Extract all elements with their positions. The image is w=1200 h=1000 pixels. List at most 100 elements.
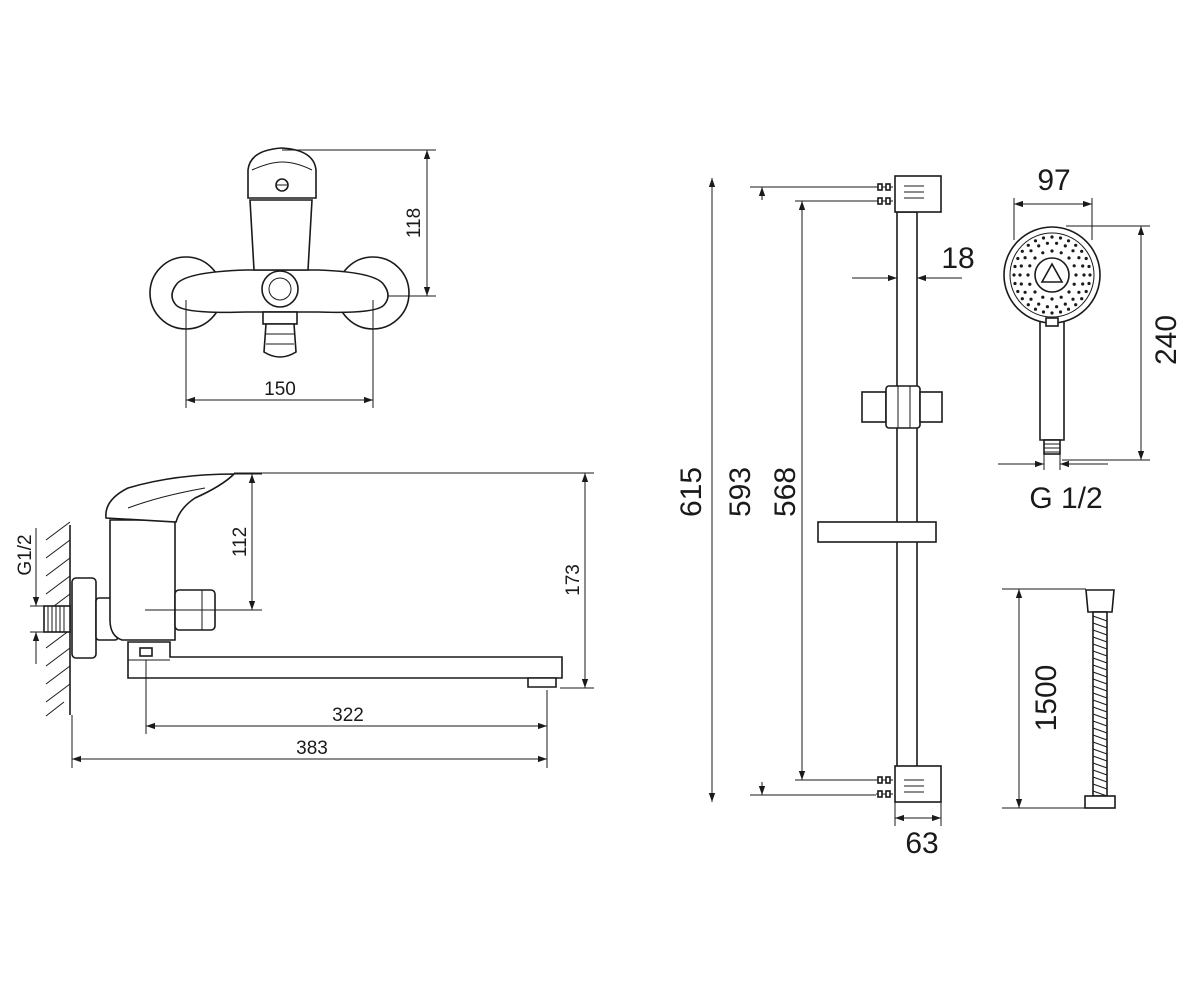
hose-coil-line (1092, 657, 1108, 664)
nozzle-dot (1041, 310, 1046, 314)
nozzle-dot (1020, 249, 1024, 253)
nozzle-dot (1058, 310, 1063, 314)
dim-240: 240 (1150, 315, 1183, 365)
nozzle-dot (1071, 249, 1075, 253)
indicator-icon (275, 178, 289, 192)
nozzle-dot (1059, 295, 1063, 299)
nozzle-dot (1018, 273, 1022, 277)
hose-coil-line (1092, 769, 1108, 776)
hose-coil-line (1092, 629, 1108, 636)
hose-coil-line (1092, 692, 1108, 699)
nozzle-dot (1055, 241, 1059, 245)
dim-615: 615 (675, 467, 708, 517)
nozzle-dot (1029, 249, 1033, 253)
nozzle-dot (1033, 256, 1037, 260)
side-handle-lever (105, 473, 236, 523)
nozzle-dot (1067, 290, 1071, 294)
nozzle-dot (1080, 249, 1084, 253)
hose-coil-line (1092, 776, 1108, 783)
nozzle-dot (1020, 297, 1024, 301)
slide-rail (896, 211, 918, 771)
nozzle-dot (1019, 282, 1023, 286)
dim-height-173: 173 (563, 564, 584, 596)
nozzle-dot (1074, 273, 1078, 277)
hand-shower-handle (1039, 319, 1065, 441)
bottom-bracket (894, 765, 942, 803)
nozzle-dot (1066, 307, 1071, 311)
hand-shower: 97 240 G 1/2 (998, 164, 1183, 515)
nozzle-dot (1041, 236, 1046, 240)
nozzle-dot (1029, 297, 1033, 301)
faucet-front-view: 118 150 (149, 147, 436, 408)
top-screws (876, 183, 893, 205)
handle-cap-detail (251, 161, 313, 171)
hose-coil-line (1092, 615, 1108, 622)
nozzle-dot (1082, 273, 1086, 277)
shower-hose: 1500 (1002, 588, 1116, 809)
nozzle-dot (1028, 282, 1032, 286)
spout-tip (527, 677, 557, 688)
bottom-screws (876, 776, 893, 798)
nozzle-dot (1028, 264, 1032, 268)
dim-593: 593 (724, 467, 757, 517)
top-bracket (894, 175, 942, 213)
hose-coil-line (1092, 755, 1108, 762)
dim-1500: 1500 (1030, 665, 1063, 732)
nozzle-dot (1033, 290, 1037, 294)
hose-coil-line (1092, 678, 1108, 685)
dim-height-118: 118 (404, 208, 425, 238)
nozzle-dot (1041, 295, 1045, 299)
nozzle-dot (1074, 243, 1078, 247)
sliding-holder (885, 385, 921, 429)
dim-thread-g12: G1/2 (15, 534, 36, 575)
nozzle-dot (1084, 289, 1088, 294)
nozzle-dot (1067, 256, 1071, 260)
hose-coil-line (1092, 783, 1108, 790)
hose-coil-line (1092, 790, 1108, 797)
nozzle-dot (1087, 264, 1091, 269)
nozzle-dot (1058, 236, 1063, 240)
nozzle-dot (1023, 256, 1027, 260)
hose-coil-line (1092, 734, 1108, 741)
dim-reach-322: 322 (332, 705, 364, 726)
spray-mode-icon (1040, 262, 1064, 283)
nozzle-dot (1033, 239, 1038, 243)
nozzle-dot (1019, 264, 1023, 268)
nozzle-dot (1026, 303, 1030, 307)
hose-coil-line (1092, 720, 1108, 727)
dim-97: 97 (1037, 164, 1070, 197)
hose-coil-line (1092, 622, 1108, 629)
nozzle-dot (1050, 297, 1054, 301)
hose-coil-line (1092, 636, 1108, 643)
shower-neck (1045, 317, 1059, 327)
wall-hatching (45, 521, 71, 717)
nozzle-dot (1016, 256, 1020, 261)
hose-coil-line (1092, 685, 1108, 692)
dim-height-112: 112 (230, 527, 251, 557)
hose-coil-line (1092, 727, 1108, 734)
nozzle-dot (1013, 264, 1017, 269)
dim-568: 568 (769, 467, 802, 517)
side-flange (71, 577, 97, 659)
nozzle-dot (1033, 307, 1038, 311)
hose-coil-line (1092, 643, 1108, 650)
diverter-knob (261, 270, 299, 308)
nozzle-dot (1016, 289, 1020, 294)
dim-length-383: 383 (296, 738, 328, 759)
hose-coils (1092, 615, 1108, 797)
hose-coil-line (1092, 671, 1108, 678)
outlet-nut (262, 311, 298, 325)
nozzle-dot (1050, 311, 1054, 315)
hose-coil-line (1092, 699, 1108, 706)
soap-dish (817, 521, 937, 543)
nozzle-dot (1013, 281, 1017, 286)
hose-bottom-nut (1084, 795, 1116, 809)
nozzle-dot (1077, 256, 1081, 260)
nozzle-dot (1026, 273, 1030, 277)
nozzle-dot (1072, 264, 1076, 268)
nozzle-dot (1050, 249, 1054, 253)
hose-coil-line (1092, 762, 1108, 769)
spray-selector (1034, 257, 1070, 293)
nozzle-dot (1077, 290, 1081, 294)
